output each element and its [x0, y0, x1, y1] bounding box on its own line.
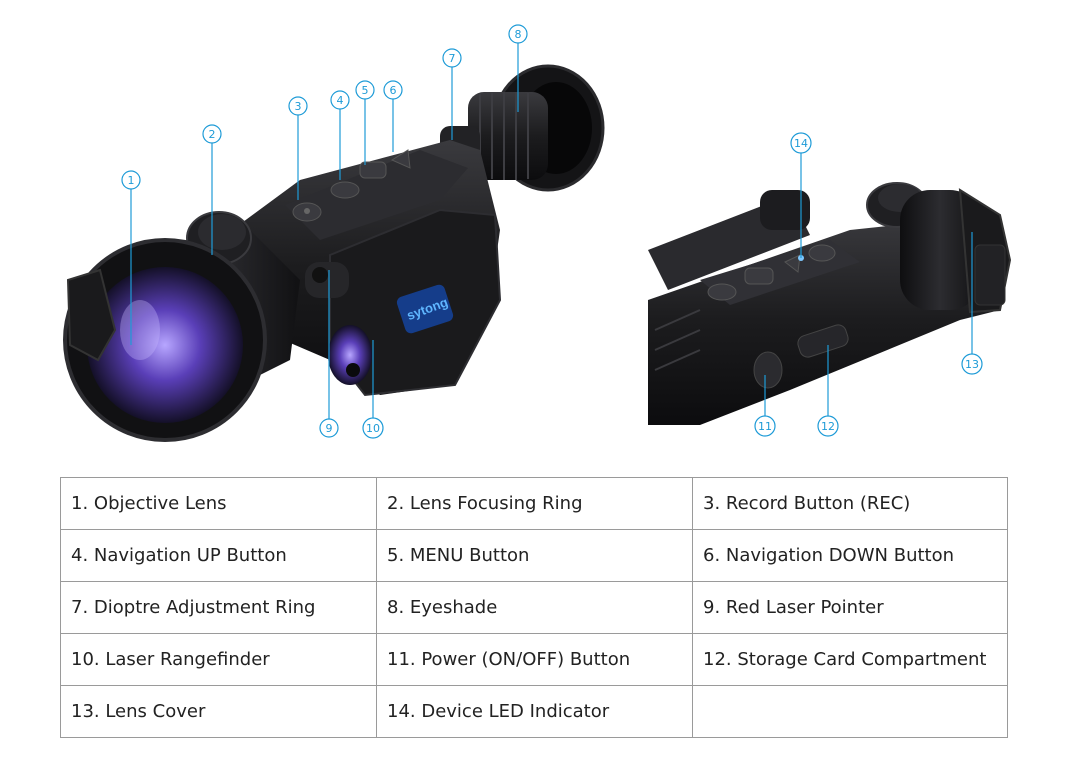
- table-cell: [692, 685, 1008, 738]
- table-cell: 8. Eyeshade: [376, 581, 693, 634]
- svg-text:4: 4: [337, 94, 344, 107]
- table-cell: 2. Lens Focusing Ring: [376, 477, 693, 530]
- callout-5: 5: [355, 80, 375, 100]
- table-cell: 1. Objective Lens: [60, 477, 377, 530]
- lens-cover-left: [66, 268, 117, 362]
- table-cell: 9. Red Laser Pointer: [692, 581, 1008, 634]
- svg-text:12: 12: [821, 420, 835, 433]
- right-callouts: [764, 151, 973, 418]
- callout-8: 8: [508, 24, 528, 44]
- svg-text:1: 1: [128, 174, 135, 187]
- left-callouts: [130, 42, 519, 419]
- table-cell: 13. Lens Cover: [60, 685, 377, 738]
- right-record-button[interactable]: [808, 244, 836, 262]
- callout-11: 11: [754, 415, 776, 437]
- svg-text:13: 13: [965, 358, 979, 371]
- svg-text:3: 3: [295, 100, 302, 113]
- right-menu-button[interactable]: [744, 267, 774, 285]
- table-row: 4. Navigation UP Button 5. MENU Button 6…: [60, 529, 1008, 582]
- nav-up-button[interactable]: [330, 181, 360, 199]
- callout-13: 13: [961, 353, 983, 375]
- laser-pointer: [305, 262, 349, 298]
- svg-text:10: 10: [366, 422, 380, 435]
- table-cell: 10. Laser Rangefinder: [60, 633, 377, 686]
- table-cell: 14. Device LED Indicator: [376, 685, 693, 738]
- objective-lens: [87, 267, 243, 423]
- brand-badge: [396, 284, 454, 334]
- callout-12: 12: [817, 415, 839, 437]
- svg-text:11: 11: [758, 420, 772, 433]
- table-row: 7. Dioptre Adjustment Ring 8. Eyeshade 9…: [60, 581, 1008, 634]
- svg-text:8: 8: [515, 28, 522, 41]
- parts-legend-table: 1. Objective Lens 2. Lens Focusing Ring …: [60, 477, 1008, 738]
- scope-right-view: [648, 182, 1012, 425]
- nav-down-button[interactable]: [390, 149, 411, 169]
- svg-text:6: 6: [390, 84, 397, 97]
- table-cell: 6. Navigation DOWN Button: [692, 529, 1008, 582]
- callout-7: 7: [442, 48, 462, 68]
- table-row: 1. Objective Lens 2. Lens Focusing Ring …: [60, 477, 1008, 530]
- callout-9: 9: [319, 418, 339, 438]
- right-nav-up-button[interactable]: [707, 283, 737, 301]
- callout-2: 2: [202, 124, 222, 144]
- callout-10: 10: [362, 417, 384, 439]
- svg-text:5: 5: [362, 84, 369, 97]
- table-cell: 5. MENU Button: [376, 529, 693, 582]
- table-cell: 4. Navigation UP Button: [60, 529, 377, 582]
- storage-card-cover[interactable]: [796, 323, 850, 359]
- svg-text:14: 14: [794, 137, 808, 150]
- table-cell: 11. Power (ON/OFF) Button: [376, 633, 693, 686]
- right-nav-down-button[interactable]: [784, 254, 801, 273]
- table-row: 10. Laser Rangefinder 11. Power (ON/OFF)…: [60, 633, 1008, 686]
- table-cell: 7. Dioptre Adjustment Ring: [60, 581, 377, 634]
- scope-left-view: sytong: [63, 64, 605, 442]
- table-row: 13. Lens Cover 14. Device LED Indicator: [60, 685, 1008, 738]
- callout-3: 3: [288, 96, 308, 116]
- table-cell: 12. Storage Card Compartment: [692, 633, 1008, 686]
- callout-14: 14: [790, 132, 812, 154]
- svg-text:9: 9: [326, 422, 333, 435]
- callout-6: 6: [383, 80, 403, 100]
- table-cell: 3. Record Button (REC): [692, 477, 1008, 530]
- eyepiece-ribs: [468, 92, 548, 180]
- power-button[interactable]: [753, 351, 783, 389]
- callout-4: 4: [330, 90, 350, 110]
- svg-text:7: 7: [449, 52, 456, 65]
- rangefinder-lens: [328, 325, 372, 385]
- callout-1: 1: [121, 170, 141, 190]
- svg-text:2: 2: [209, 128, 216, 141]
- menu-button[interactable]: [359, 161, 387, 179]
- product-diagram: sytong 1 2 3 4 5 6 7 8 9 10: [63, 24, 1012, 442]
